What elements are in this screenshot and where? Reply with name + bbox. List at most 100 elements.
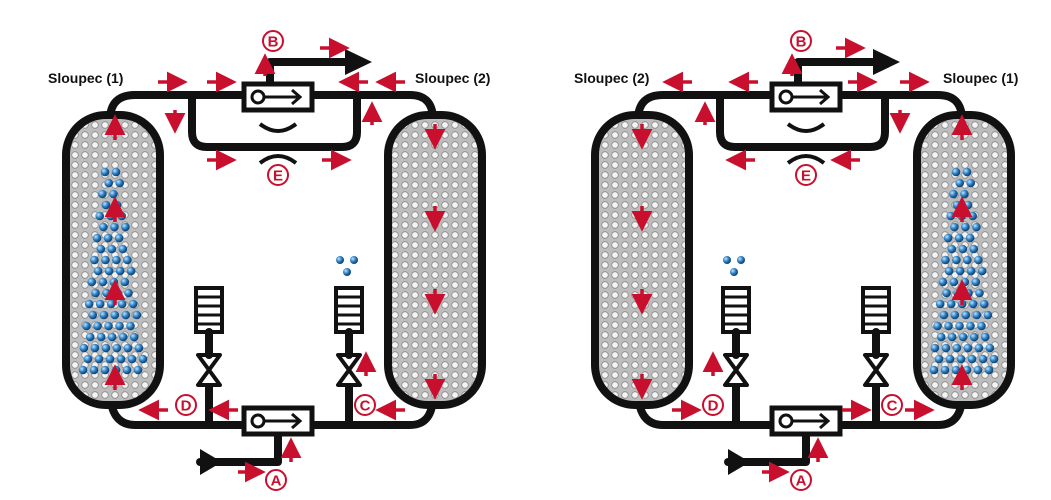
- moisture-bead: [968, 299, 978, 309]
- moisture-bead: [83, 354, 93, 364]
- moisture-bead: [977, 266, 987, 276]
- moisture-bead: [118, 244, 128, 254]
- moisture-bead: [947, 244, 957, 254]
- bottom-shuttle-valve: [241, 405, 315, 437]
- inlet-arrow-icon: [200, 449, 222, 475]
- moisture-bead: [100, 365, 110, 375]
- moisture-bead: [952, 255, 961, 265]
- moisture-bead: [123, 255, 132, 265]
- moisture-bead: [966, 178, 975, 188]
- moisture-bead: [967, 354, 977, 364]
- moisture-bead: [934, 354, 944, 364]
- moisture-bead: [939, 310, 949, 320]
- pipe-inlet: [724, 426, 810, 466]
- moisture-bead: [969, 332, 979, 342]
- moisture-bead: [128, 299, 138, 309]
- moisture-bead: [958, 244, 968, 254]
- moisture-bead: [969, 244, 979, 254]
- moisture-bead: [936, 332, 946, 342]
- port-badge-e: E: [795, 164, 817, 186]
- moisture-bead: [941, 343, 951, 353]
- moisture-bead: [963, 255, 972, 265]
- moisture-bead: [989, 354, 999, 364]
- muffler-d: [721, 286, 751, 334]
- bottom-shuttle-valve: [769, 405, 843, 437]
- moisture-bead: [965, 233, 975, 243]
- moisture-bead: [972, 310, 982, 320]
- moisture-bead: [115, 178, 124, 188]
- moisture-bead: [956, 354, 966, 364]
- moisture-bead: [99, 310, 109, 320]
- left-column-label: Sloupec (2): [574, 70, 649, 86]
- moisture-bead: [93, 266, 103, 276]
- muffler-d: [194, 286, 224, 334]
- moisture-bead: [980, 332, 990, 342]
- moisture-bead: [104, 178, 113, 188]
- moisture-bead: [955, 178, 964, 188]
- moisture-bead: [930, 343, 940, 353]
- pipe-inlet: [196, 426, 282, 466]
- moisture-bead: [93, 321, 102, 331]
- moisture-bead: [966, 321, 975, 331]
- moisture-bead: [87, 277, 97, 287]
- moisture-bead: [118, 332, 128, 342]
- moisture-bead: [943, 233, 953, 243]
- moisture-bead: [95, 211, 104, 221]
- moisture-bead: [90, 255, 99, 265]
- svg-text:E: E: [801, 168, 811, 185]
- svg-text:D: D: [181, 398, 192, 415]
- moisture-bead: [99, 222, 108, 232]
- svg-text:C: C: [360, 398, 371, 415]
- moisture-bead: [85, 332, 95, 342]
- moisture-bead: [109, 277, 119, 287]
- moisture-bead: [963, 343, 973, 353]
- moisture-bead: [952, 200, 962, 210]
- valve-d-icon: [196, 353, 222, 387]
- svg-text:A: A: [271, 473, 282, 490]
- moisture-bead: [78, 365, 88, 375]
- moisture-bead: [968, 211, 977, 221]
- top-shuttle-valve: [241, 81, 315, 113]
- moisture-bead: [121, 222, 130, 232]
- moisture-bead: [104, 266, 114, 276]
- moisture-bead: [955, 321, 964, 331]
- svg-text:D: D: [708, 398, 719, 415]
- diagram-right: B E D C A Sloupec (2) Sloupec (1): [574, 30, 1018, 491]
- moisture-bead: [121, 310, 131, 320]
- moisture-bead: [973, 365, 983, 375]
- moisture-bead: [122, 365, 132, 375]
- moisture-bead: [960, 189, 969, 199]
- moisture-bead: [115, 321, 124, 331]
- svg-text:C: C: [887, 398, 898, 415]
- moisture-bead: [110, 310, 120, 320]
- port-badge-a: A: [265, 469, 287, 491]
- moisture-bead: [933, 321, 942, 331]
- column-right: [384, 111, 486, 409]
- right-column-label: Sloupec (1): [943, 70, 1018, 86]
- moisture-bead: [972, 222, 981, 232]
- moisture-bead: [82, 321, 91, 331]
- moisture-bead: [129, 332, 139, 342]
- moisture-bead: [112, 343, 122, 353]
- moisture-bead: [114, 233, 124, 243]
- moisture-bead: [944, 321, 953, 331]
- moisture-bead: [103, 233, 113, 243]
- moisture-bead: [962, 167, 972, 177]
- port-badge-c: C: [881, 394, 903, 416]
- moisture-bead: [94, 354, 104, 364]
- moisture-bead: [132, 310, 142, 320]
- muffler-c: [861, 286, 891, 334]
- moisture-bead: [946, 299, 956, 309]
- moisture-bead: [102, 288, 111, 298]
- svg-text:B: B: [268, 34, 279, 51]
- pipe-bypass-loop: [716, 91, 889, 151]
- port-badge-a: A: [790, 469, 812, 491]
- port-badge-d: D: [702, 394, 724, 416]
- svg-text:B: B: [796, 34, 807, 51]
- moisture-bead: [98, 189, 107, 199]
- port-badge-e: E: [267, 164, 289, 186]
- moisture-bead: [979, 299, 989, 309]
- moisture-bead: [944, 266, 954, 276]
- moisture-bead: [949, 277, 959, 287]
- moisture-bead: [101, 255, 110, 265]
